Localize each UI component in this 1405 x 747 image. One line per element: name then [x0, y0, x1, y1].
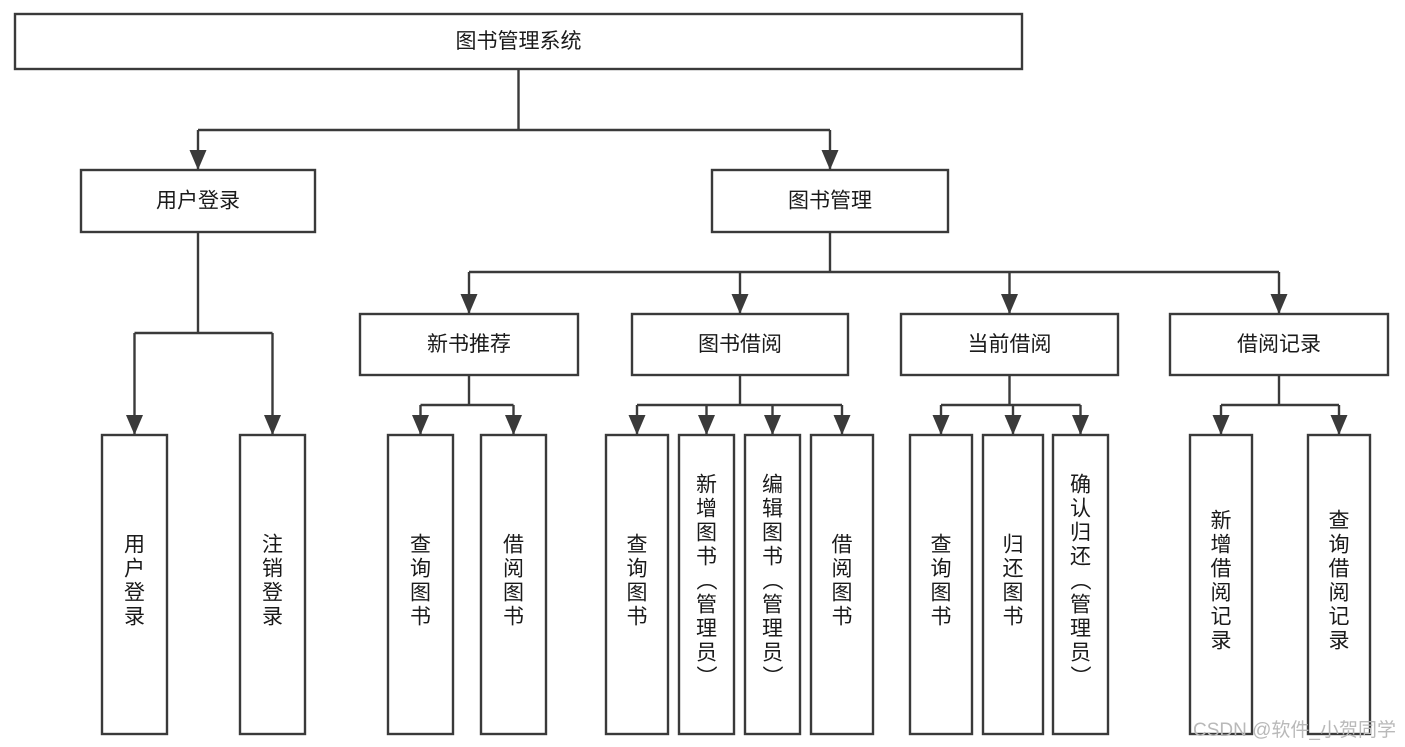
node-leaf-user-login[interactable]: 用户登录 [100, 433, 169, 736]
node-leaf-add-book[interactable]: 新增图书（管理员） [677, 433, 736, 736]
node-label-leaf-confirm-return: 确认归还（管理员） [1070, 474, 1092, 689]
node-label-leaf-query-book-1: 查询图书 [410, 534, 431, 629]
node-label-leaf-borrow-book-1: 借阅图书 [503, 534, 524, 629]
node-current-borrow[interactable]: 当前借阅 [899, 312, 1120, 377]
csdn-watermark: CSDN @软件_小贺同学 [1193, 719, 1396, 741]
node-box-leaf-confirm-return[interactable] [1051, 433, 1110, 736]
node-box-leaf-query-record[interactable] [1306, 433, 1372, 736]
borrow-records-to-leaves-arrowhead-1 [1330, 415, 1348, 435]
node-label-leaf-add-book: 新增图书（管理员） [696, 474, 718, 689]
node-box-leaf-borrow-book-2[interactable] [809, 433, 875, 736]
node-book-management[interactable]: 图书管理 [710, 168, 950, 234]
node-layer: 图书管理系统用户登录图书管理新书推荐图书借阅当前借阅借阅记录用户登录注销登录查询… [13, 12, 1390, 736]
node-leaf-edit-book[interactable]: 编辑图书（管理员） [743, 433, 802, 736]
node-book-borrow[interactable]: 图书借阅 [630, 312, 850, 377]
node-leaf-borrow-book-2[interactable]: 借阅图书 [809, 433, 875, 736]
node-label-current-borrow: 当前借阅 [968, 333, 1052, 356]
node-box-leaf-return-book[interactable] [981, 433, 1045, 736]
book-borrow-to-leaves-arrowhead-1 [698, 415, 715, 435]
node-label-leaf-borrow-book-2: 借阅图书 [832, 534, 853, 629]
node-borrow-records[interactable]: 借阅记录 [1168, 312, 1390, 377]
node-label-borrow-records: 借阅记录 [1237, 333, 1321, 356]
node-leaf-confirm-return[interactable]: 确认归还（管理员） [1051, 433, 1110, 736]
node-label-leaf-logout: 注销登录 [262, 534, 283, 629]
node-box-leaf-user-login[interactable] [100, 433, 169, 736]
node-label-leaf-return-book: 归还图书 [1003, 534, 1024, 629]
node-root[interactable]: 图书管理系统 [13, 12, 1024, 71]
connector-layer [126, 69, 1348, 435]
node-leaf-logout[interactable]: 注销登录 [238, 433, 307, 736]
node-label-leaf-add-record: 新增借阅记录 [1211, 510, 1232, 653]
current-borrow-to-leaves-arrowhead-2 [1072, 415, 1089, 435]
node-box-leaf-borrow-book-1[interactable] [479, 433, 548, 736]
root-to-level2-arrowhead-1 [821, 150, 839, 170]
node-leaf-query-book-1[interactable]: 查询图书 [386, 433, 455, 736]
node-leaf-query-book-2[interactable]: 查询图书 [604, 433, 670, 736]
borrow-records-to-leaves-arrowhead-0 [1212, 415, 1230, 435]
node-box-root[interactable] [13, 12, 1024, 71]
node-box-book-management[interactable] [710, 168, 950, 234]
node-leaf-borrow-book-1[interactable]: 借阅图书 [479, 433, 548, 736]
node-label-leaf-edit-book: 编辑图书（管理员） [762, 474, 784, 689]
node-box-leaf-query-book-1[interactable] [386, 433, 455, 736]
book-borrow-to-leaves-arrowhead-0 [628, 415, 646, 435]
node-box-leaf-logout[interactable] [238, 433, 307, 736]
node-leaf-return-book[interactable]: 归还图书 [981, 433, 1045, 736]
node-box-current-borrow[interactable] [899, 312, 1120, 377]
node-leaf-add-record[interactable]: 新增借阅记录 [1188, 433, 1254, 736]
node-label-book-management: 图书管理 [788, 190, 872, 213]
node-label-user-login: 用户登录 [156, 190, 240, 213]
node-box-leaf-add-book[interactable] [677, 433, 736, 736]
node-box-new-book-recommend[interactable] [358, 312, 580, 377]
node-leaf-query-book-3[interactable]: 查询图书 [908, 433, 974, 736]
current-borrow-to-leaves-arrowhead-0 [932, 415, 950, 435]
root-to-level2-arrowhead-0 [189, 150, 207, 170]
node-box-user-login[interactable] [79, 168, 317, 234]
bookmgmt-to-level3-arrowhead-0 [460, 294, 478, 314]
node-label-new-book-recommend: 新书推荐 [427, 333, 511, 356]
new-book-recommend-to-leaves-arrowhead-1 [505, 415, 522, 435]
node-label-leaf-query-record: 查询借阅记录 [1329, 510, 1350, 653]
bookmgmt-to-level3-arrowhead-1 [731, 294, 749, 314]
bookmgmt-to-level3-arrowhead-3 [1270, 294, 1288, 314]
node-box-leaf-add-record[interactable] [1188, 433, 1254, 736]
node-label-root: 图书管理系统 [456, 30, 582, 53]
node-box-borrow-records[interactable] [1168, 312, 1390, 377]
node-label-leaf-query-book-3: 查询图书 [931, 534, 952, 629]
node-box-leaf-query-book-3[interactable] [908, 433, 974, 736]
node-leaf-query-record[interactable]: 查询借阅记录 [1306, 433, 1372, 736]
book-borrow-to-leaves-arrowhead-3 [833, 415, 851, 435]
current-borrow-to-leaves-arrowhead-1 [1004, 415, 1022, 435]
bookmgmt-to-level3-arrowhead-2 [1001, 294, 1018, 314]
node-label-leaf-query-book-2: 查询图书 [627, 534, 648, 629]
node-new-book-recommend[interactable]: 新书推荐 [358, 312, 580, 377]
node-label-leaf-user-login: 用户登录 [124, 534, 145, 629]
node-box-leaf-query-book-2[interactable] [604, 433, 670, 736]
node-label-book-borrow: 图书借阅 [698, 333, 782, 356]
node-user-login[interactable]: 用户登录 [79, 168, 317, 234]
book-borrow-to-leaves-arrowhead-2 [764, 415, 781, 435]
new-book-recommend-to-leaves-arrowhead-0 [412, 415, 429, 435]
userlogin-to-leaves-arrowhead-0 [126, 415, 143, 435]
node-box-leaf-edit-book[interactable] [743, 433, 802, 736]
node-box-book-borrow[interactable] [630, 312, 850, 377]
userlogin-to-leaves-arrowhead-1 [264, 415, 281, 435]
